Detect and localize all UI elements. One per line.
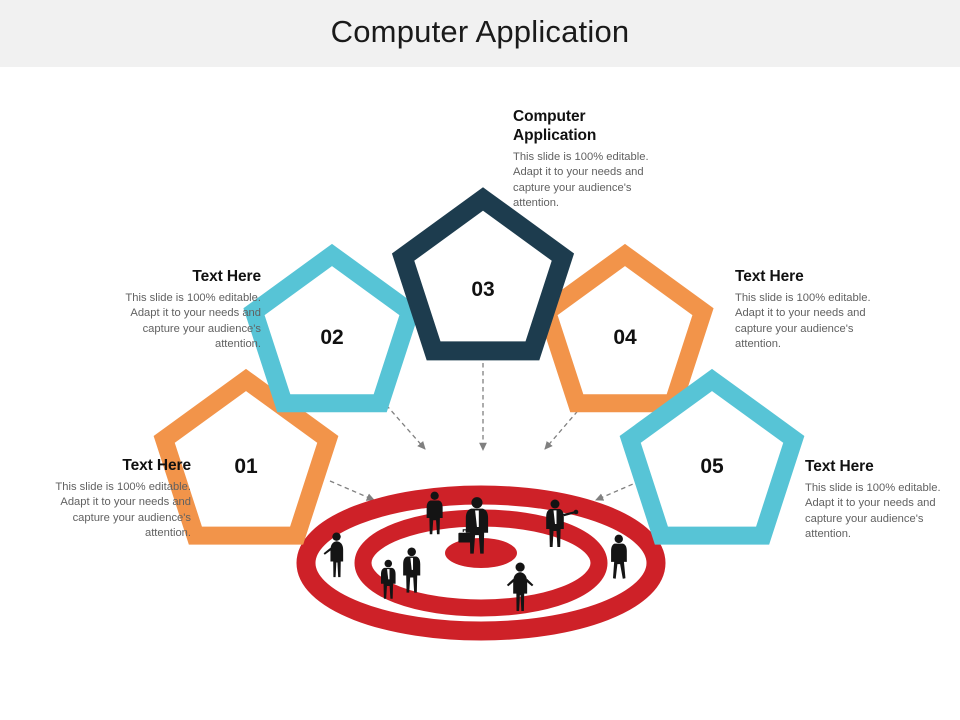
connector-arrow-01 xyxy=(329,480,375,501)
connector-arrows xyxy=(329,363,641,501)
person-silhouette xyxy=(458,497,489,554)
person-silhouette xyxy=(506,562,534,611)
callout-top-heading: Computer Application xyxy=(513,108,597,144)
callout-left-lower-body: This slide is 100% editable. Adapt it to… xyxy=(55,480,191,540)
person-silhouette xyxy=(323,532,344,578)
callout-left-lower-heading: Text Here xyxy=(122,457,191,474)
target-ring-middle xyxy=(354,509,608,617)
pentagon-05: 05 xyxy=(619,368,805,545)
callout-right-upper-body: This slide is 100% editable. Adapt it to… xyxy=(735,291,871,351)
pentagon-02: 02 xyxy=(243,243,421,413)
callout-left-upper-body: This slide is 100% editable. Adapt it to… xyxy=(125,291,261,351)
callout-right-upper: Text Here This slide is 100% editable. A… xyxy=(735,268,890,353)
callout-left-upper-heading: Text Here xyxy=(192,268,261,285)
callout-top-body: This slide is 100% editable. Adapt it to… xyxy=(513,150,649,210)
pentagon-04: 04 xyxy=(536,243,714,413)
pentagon-03-label: 03 xyxy=(471,278,494,301)
pentagon-03: 03 xyxy=(391,187,575,361)
callout-left-lower: Text Here This slide is 100% editable. A… xyxy=(36,457,191,542)
callout-right-lower: Text Here This slide is 100% editable. A… xyxy=(805,458,945,543)
person-silhouette xyxy=(546,499,579,547)
callout-right-lower-body: This slide is 100% editable. Adapt it to… xyxy=(805,481,941,541)
target-ring-inner xyxy=(445,538,517,568)
page-title: Computer Application xyxy=(330,14,630,49)
connector-arrow-02 xyxy=(380,398,426,450)
callout-right-upper-heading: Text Here xyxy=(735,268,804,285)
pentagon-02-label: 02 xyxy=(320,326,343,349)
person-silhouette xyxy=(611,534,627,579)
pentagon-05-label: 05 xyxy=(700,455,724,478)
pentagon-04-label: 04 xyxy=(613,326,637,349)
callout-left-upper: Text Here This slide is 100% editable. A… xyxy=(118,268,261,353)
callout-right-lower-heading: Text Here xyxy=(805,458,874,475)
person-silhouette xyxy=(380,559,396,599)
connector-arrow-04 xyxy=(544,398,589,450)
connector-arrow-05 xyxy=(595,480,641,501)
target-graphic xyxy=(296,485,666,641)
callout-top: Computer Application This slide is 100% … xyxy=(513,108,665,212)
business-people-silhouettes xyxy=(323,491,627,611)
person-silhouette xyxy=(403,547,421,593)
target-ring-outer xyxy=(296,485,666,641)
person-silhouette xyxy=(426,491,443,535)
header-band xyxy=(0,0,960,67)
pentagon-01-label: 01 xyxy=(234,455,258,478)
